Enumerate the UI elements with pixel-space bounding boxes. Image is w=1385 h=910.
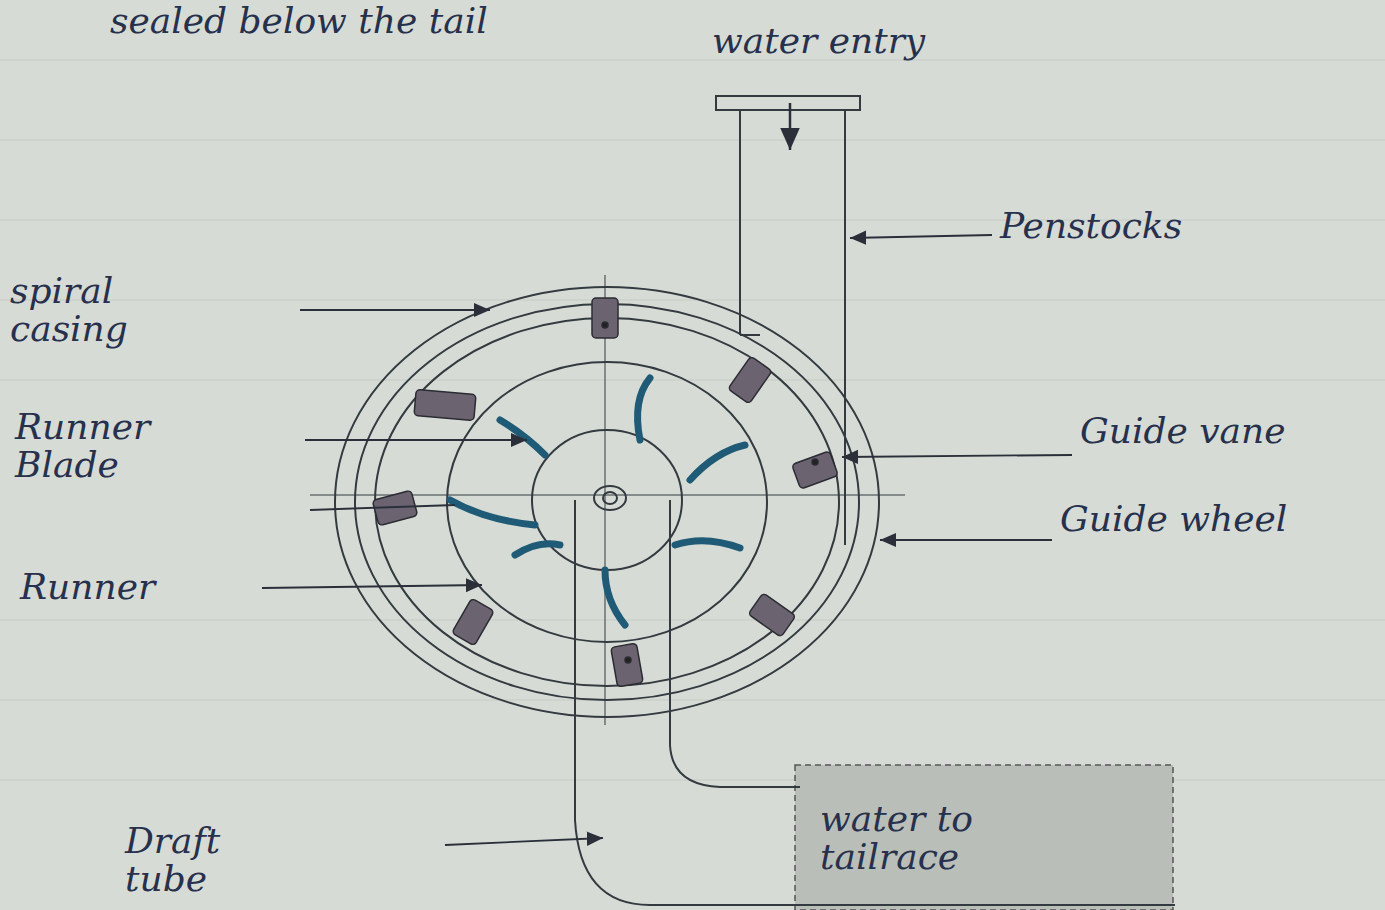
part-label: Runner Blade — [15, 408, 205, 484]
flow-label: water to tailrace — [820, 800, 1020, 876]
part-label: Penstocks — [1000, 207, 1300, 245]
part-label: Runner — [20, 568, 250, 606]
part-label: Draft tube — [125, 822, 295, 898]
part-label: spiral casing — [10, 272, 210, 348]
part-label: Guide vane — [1080, 412, 1370, 450]
flow-label: water entry — [712, 22, 1032, 60]
note-text: sealed below the tail — [110, 2, 630, 40]
part-label: Guide wheel — [1060, 500, 1375, 538]
